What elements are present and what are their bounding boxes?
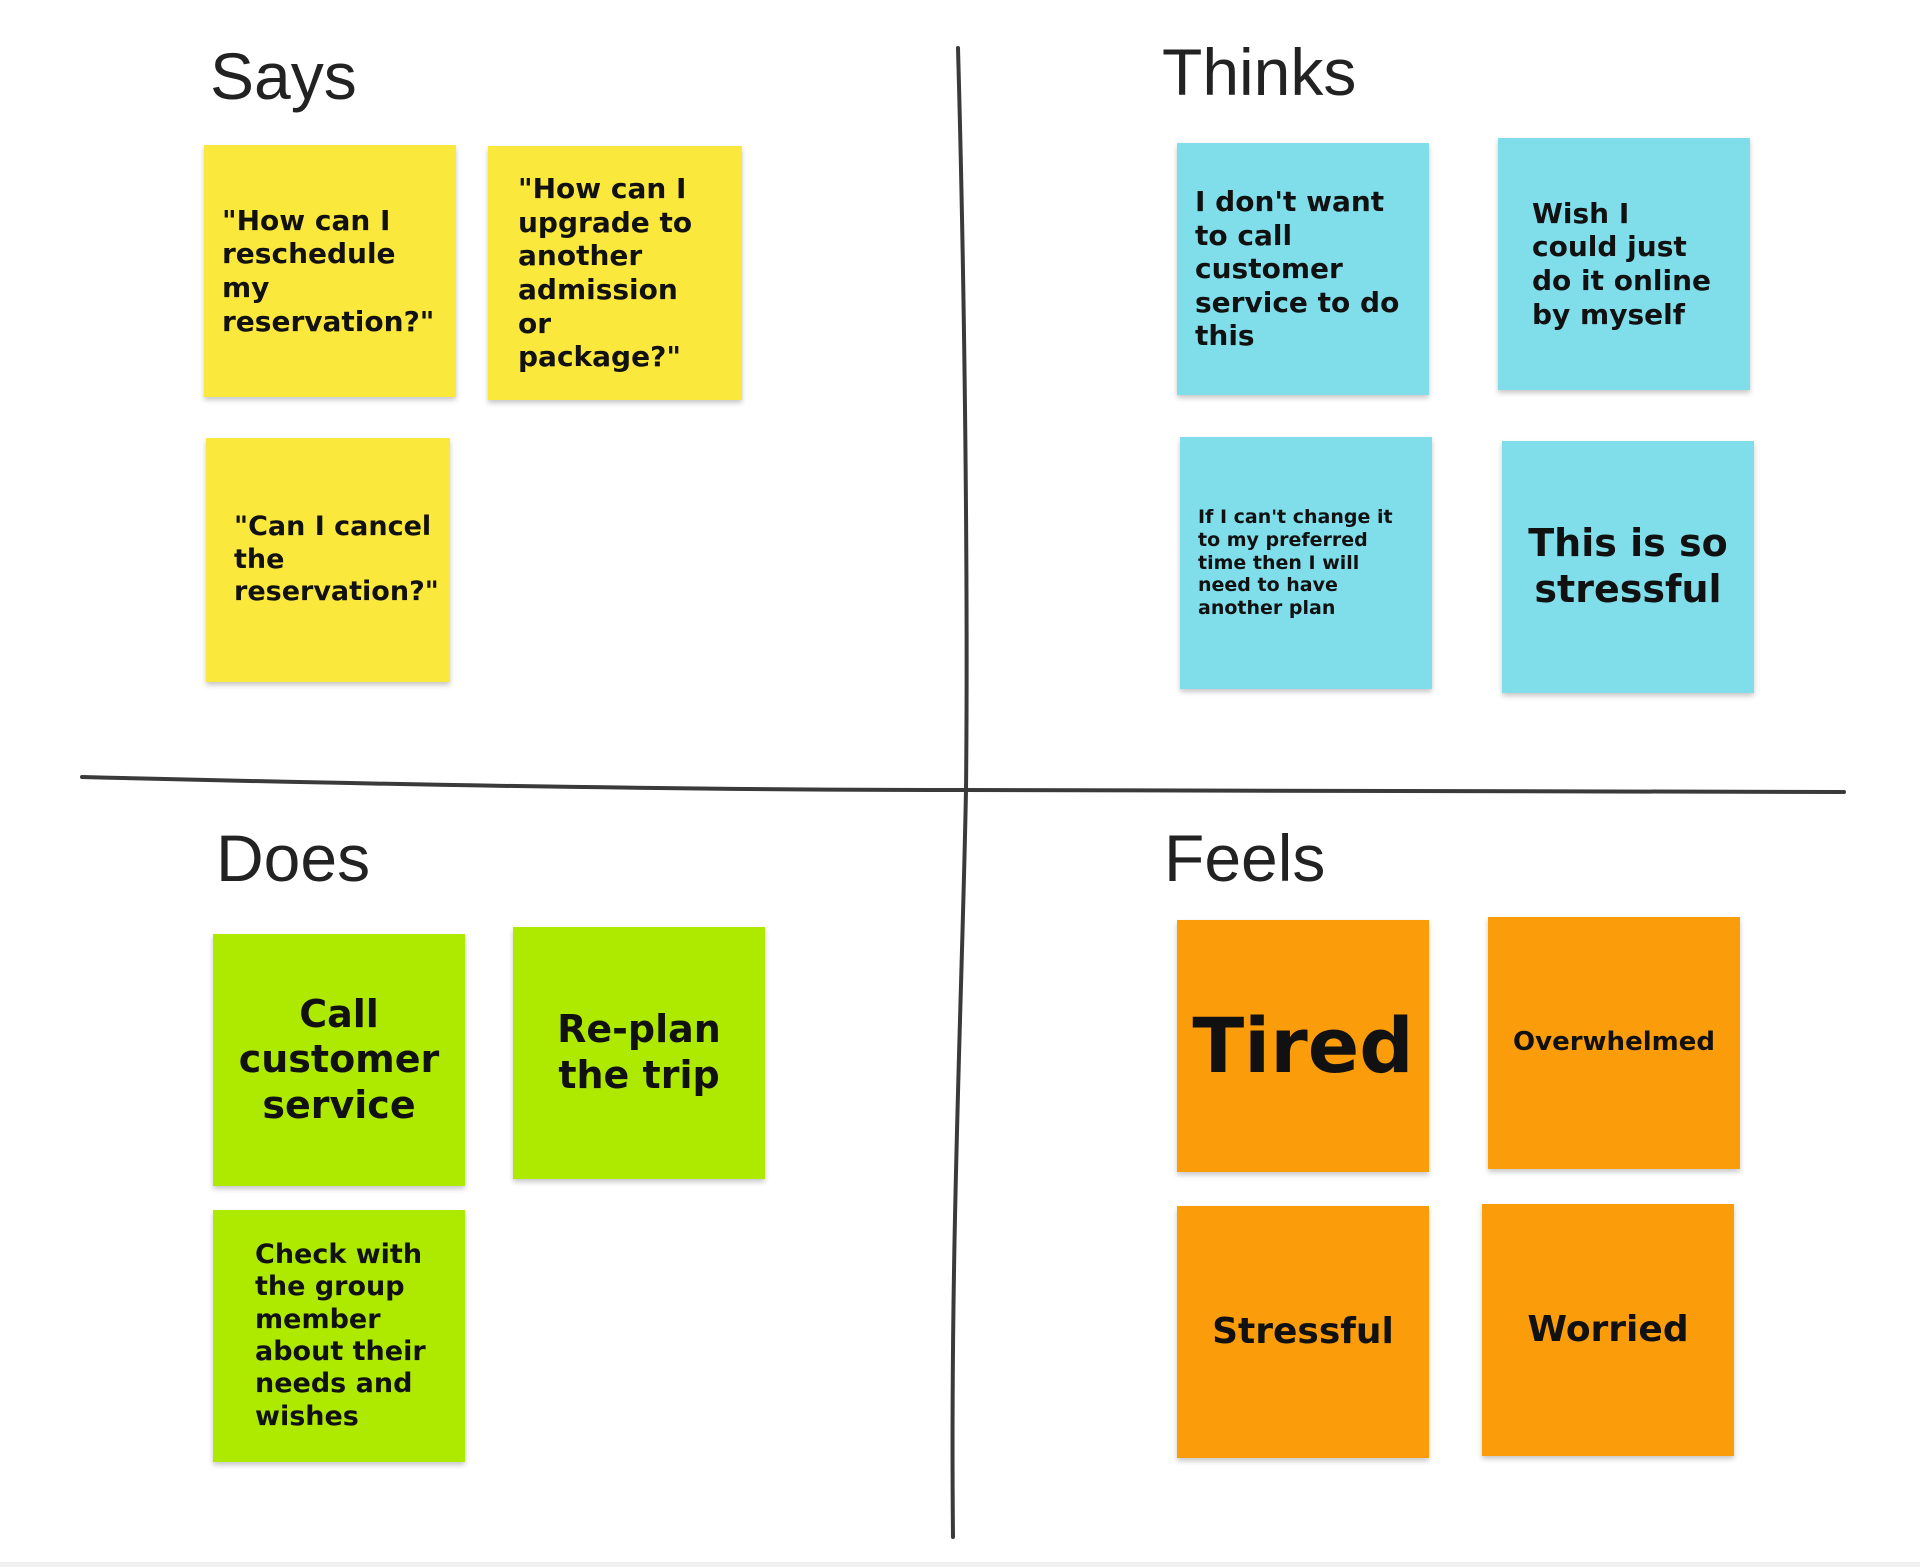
feels-title: Feels	[1164, 821, 1326, 895]
says-note-cancel[interactable]: "Can I cancel the reservation?"	[206, 438, 450, 682]
thinks-note-stressful[interactable]: This is so stressful	[1502, 441, 1754, 693]
note-text: Stressful	[1212, 1311, 1394, 1353]
note-text: Overwhelmed	[1513, 1027, 1715, 1058]
note-text: "Can I cancel the reservation?"	[234, 511, 439, 608]
note-text: Check with the group member about their …	[255, 1238, 426, 1432]
vertical-divider	[950, 46, 969, 1539]
horizontal-divider	[80, 775, 1846, 794]
says-note-upgrade[interactable]: "How can I upgrade to another admission …	[488, 146, 742, 400]
note-text: This is so stressful	[1528, 521, 1728, 611]
thinks-note-online[interactable]: Wish I could just do it online by myself	[1498, 138, 1750, 390]
note-text: I don't want to call customer service to…	[1195, 185, 1400, 353]
note-text: Tired	[1192, 1001, 1414, 1091]
feels-note-stressful[interactable]: Stressful	[1177, 1206, 1429, 1458]
does-note-call[interactable]: Call customer service	[213, 934, 465, 1186]
note-text: Call customer service	[238, 991, 440, 1127]
does-note-check-group[interactable]: Check with the group member about their …	[213, 1210, 465, 1462]
thinks-title: Thinks	[1162, 35, 1357, 109]
feels-note-overwhelmed[interactable]: Overwhelmed	[1488, 917, 1740, 1169]
says-title: Says	[210, 39, 357, 113]
says-note-reschedule[interactable]: "How can I reschedule my reservation?"	[204, 145, 456, 397]
note-text: Re-plan the trip	[557, 1007, 721, 1097]
does-title: Does	[216, 821, 371, 895]
note-text: "How can I reschedule my reservation?"	[222, 203, 435, 338]
feels-note-tired[interactable]: Tired	[1177, 920, 1429, 1172]
note-text: Wish I could just do it online by myself	[1532, 196, 1712, 331]
thinks-note-another-plan[interactable]: If I can't change it to my preferred tim…	[1180, 437, 1432, 689]
does-note-replan[interactable]: Re-plan the trip	[513, 927, 765, 1179]
note-text: Worried	[1527, 1309, 1689, 1351]
bottom-edge	[0, 1562, 1920, 1567]
thinks-note-no-call[interactable]: I don't want to call customer service to…	[1177, 143, 1429, 395]
note-text: "How can I upgrade to another admission …	[518, 172, 693, 374]
note-text: If I can't change it to my preferred tim…	[1198, 506, 1393, 620]
feels-note-worried[interactable]: Worried	[1482, 1204, 1734, 1456]
